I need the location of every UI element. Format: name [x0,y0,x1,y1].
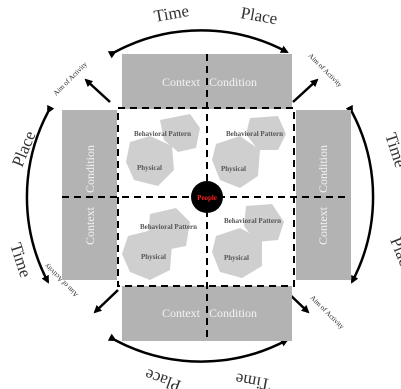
label-bottom-left-physical: Physical [141,253,166,261]
ring-label-right-lower: Place [386,234,401,275]
label-bottom-right-pattern: Behavioral Pattern [224,217,281,225]
arrow-top-right [293,80,317,102]
panel-bottom-condition: Condition [209,306,257,320]
panel-bottom-context: Context [162,306,201,320]
ring-arc-bottom [115,340,287,362]
panel-right-condition: Condition [316,145,330,193]
ring-label-top-left: Time [152,1,190,26]
aim-label-top-left: Aim of Activity [52,60,89,97]
panel-right-context: Context [316,206,330,245]
panel-left-condition: Condition [83,145,97,193]
people-label: People [197,194,217,202]
label-top-left-physical: Physical [137,164,162,172]
aim-label-bottom-right: Aim of Activity [309,294,346,331]
panel-left [62,110,117,280]
blob-top-left-front [126,136,174,186]
ring-label-right-upper: Time [381,130,401,169]
panel-right [296,110,351,280]
ring-label-top-right: Place [239,3,279,28]
label-top-left-pattern: Behavioral Pattern [134,130,191,138]
panel-top-context: Context [162,75,201,89]
ring-arc-right [352,112,373,282]
ring-arc-top [115,30,287,52]
arrow-bottom-left [95,290,118,312]
arrow-top-left [86,80,110,102]
label-top-right-pattern: Behavioral Pattern [226,130,283,138]
label-bottom-right-physical: Physical [224,254,249,262]
panel-top-condition: Condition [209,75,257,89]
ring-label-bottom-right: Time [234,369,272,389]
ring-label-left-upper: Place [8,128,39,169]
ring-label-left-lower: Time [6,240,35,279]
label-top-right-physical: Physical [221,165,246,173]
blob-top-right-front [212,136,260,188]
panel-left-context: Context [83,206,97,245]
label-bottom-left-pattern: Behavioral Pattern [140,223,197,231]
ring-label-bottom-left: Place [142,365,183,389]
